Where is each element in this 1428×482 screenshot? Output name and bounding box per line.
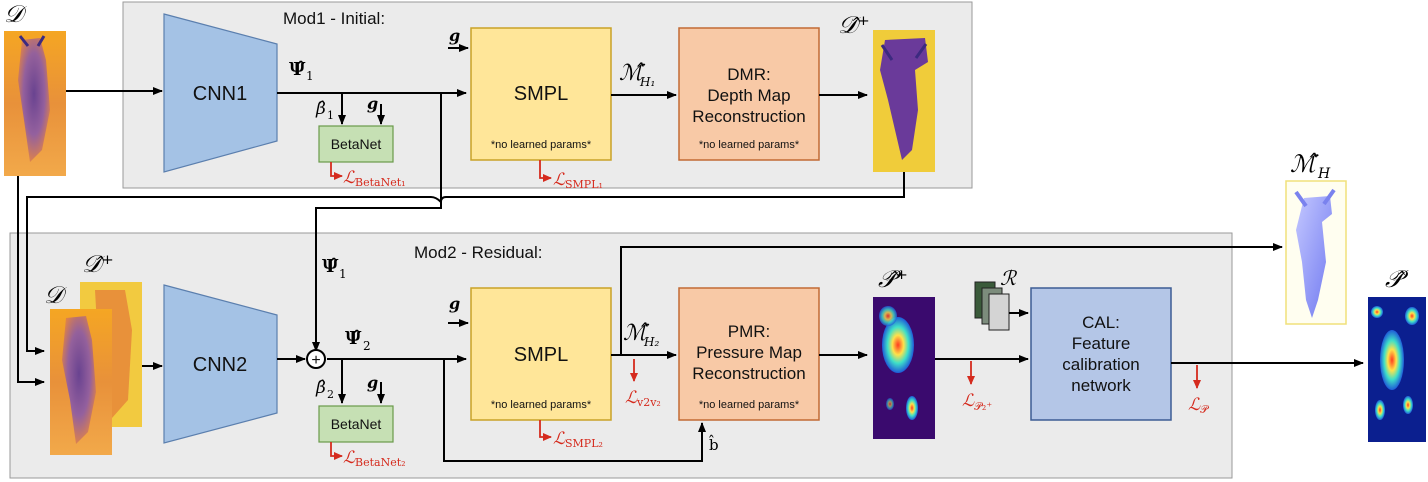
depth-symbol-d: 𝒟 <box>4 0 28 28</box>
betanet2-label: BetaNet <box>331 416 382 432</box>
loss-smpl2: ℒ <box>553 429 566 449</box>
loss-smpl1-sub: SMPL₁ <box>565 178 603 191</box>
mesh-h1-sub: H₁ <box>639 75 655 89</box>
mesh-h2-sub: H₂ <box>643 335 659 349</box>
reference-symbol: ℛ <box>1000 266 1018 290</box>
mod1-title: Mod1 - Initial: <box>283 9 385 28</box>
smpl2-note: *no learned params* <box>491 399 592 411</box>
pmr-line1: PMR: <box>728 322 771 341</box>
depth-image-input <box>4 31 66 176</box>
loss-p2plus-sub: 𝒫₂⁺ <box>974 400 992 413</box>
pmr-line2: Pressure Map <box>696 343 802 362</box>
psi2-sub: 2 <box>363 339 371 353</box>
psi1-sub: 1 <box>306 69 314 83</box>
loss-v2v2-sub: v2v₂ <box>636 396 661 409</box>
mesh-symbol-sub: H <box>1317 166 1331 182</box>
smpl2-block <box>470 287 612 421</box>
smpl1-block <box>470 27 612 161</box>
pressure-output-symbol: 𝒫̂ <box>1385 265 1409 293</box>
psi2-symbol: 𝚿̂ <box>345 328 362 349</box>
dmr-line1: DMR: <box>727 65 770 84</box>
cal-line2: Feature <box>1072 334 1131 353</box>
betanet1-label: BetaNet <box>331 136 382 152</box>
betanet1-block <box>318 125 394 163</box>
loss-p2plus: ℒ <box>962 391 975 411</box>
psi1-symbol: 𝚿̂ <box>289 59 306 80</box>
beta1-symbol: β̂ <box>315 99 326 119</box>
cnn1-label: CNN1 <box>193 83 247 105</box>
loss-betanet1: ℒ <box>343 168 356 188</box>
loss-p-sub: 𝒫 <box>1200 403 1210 416</box>
cal-line4: network <box>1071 376 1131 395</box>
g-label-betanet2: g <box>367 373 378 392</box>
loss-p: ℒ <box>1188 395 1201 415</box>
smpl1-title: SMPL <box>514 83 568 105</box>
cal-line1: CAL: <box>1082 313 1120 332</box>
pressure-plus-symbol: 𝒫̂⁺ <box>878 265 908 293</box>
pmr-block <box>678 287 820 421</box>
loss-betanet2: ℒ <box>343 448 356 468</box>
loss-smpl2-sub: SMPL₂ <box>565 437 603 450</box>
g-label-smpl2: g <box>449 294 460 313</box>
loss-v2v2: ℒ <box>625 388 638 408</box>
depth-plus-symbol-mod2: 𝒟̂⁺ <box>82 250 114 278</box>
psi1-mid-sub: 1 <box>339 267 347 281</box>
sum-node-symbol: + <box>311 352 320 369</box>
dmr-line2: Depth Map <box>707 86 790 105</box>
g-label-betanet1: g <box>367 94 378 113</box>
loss-betanet2-sub: BetaNet₂ <box>355 456 406 469</box>
psi1-mid-symbol: 𝚿̂ <box>322 256 339 277</box>
mesh-h2-symbol: ℳ̂ <box>623 321 650 346</box>
loss-smpl1: ℒ <box>553 170 566 190</box>
depth-plus-output-symbol: 𝒟̂⁺ <box>838 11 870 39</box>
mod2-title: Mod2 - Residual: <box>414 243 543 262</box>
mesh-symbol: ℳ̂ <box>1290 150 1319 178</box>
depth-plus-output-image <box>873 30 935 172</box>
g-label-smpl1: g <box>449 26 460 45</box>
cnn1-block <box>163 13 278 173</box>
betanet2-block <box>318 405 394 443</box>
smpl1-note: *no learned params* <box>491 139 592 151</box>
beta2-sub: 2 <box>327 388 334 401</box>
cal-line3: calibration <box>1062 355 1140 374</box>
beta1-sub: 1 <box>327 109 334 122</box>
pressure-plus-image <box>873 297 935 439</box>
depth-plus-image-stack <box>50 282 142 455</box>
cal-block <box>1030 287 1172 421</box>
dmr-line3: Reconstruction <box>692 107 805 126</box>
pmr-line3: Reconstruction <box>692 364 805 383</box>
pmr-note: *no learned params* <box>699 399 800 411</box>
reference-stack-icon <box>974 281 1010 331</box>
smpl2-title: SMPL <box>514 344 568 366</box>
mesh-output-image <box>1285 180 1347 325</box>
dmr-block <box>678 27 820 161</box>
cnn2-label: CNN2 <box>193 354 247 376</box>
b-hat-label: b̂ <box>708 435 718 454</box>
pressure-output-image <box>1368 297 1426 442</box>
cnn2-block <box>163 284 278 444</box>
mesh-h1-symbol: ℳ̂ <box>619 61 646 86</box>
beta2-symbol: β̂ <box>315 378 326 398</box>
loss-betanet1-sub: BetaNet₁ <box>355 176 406 189</box>
dmr-note: *no learned params* <box>699 139 800 151</box>
